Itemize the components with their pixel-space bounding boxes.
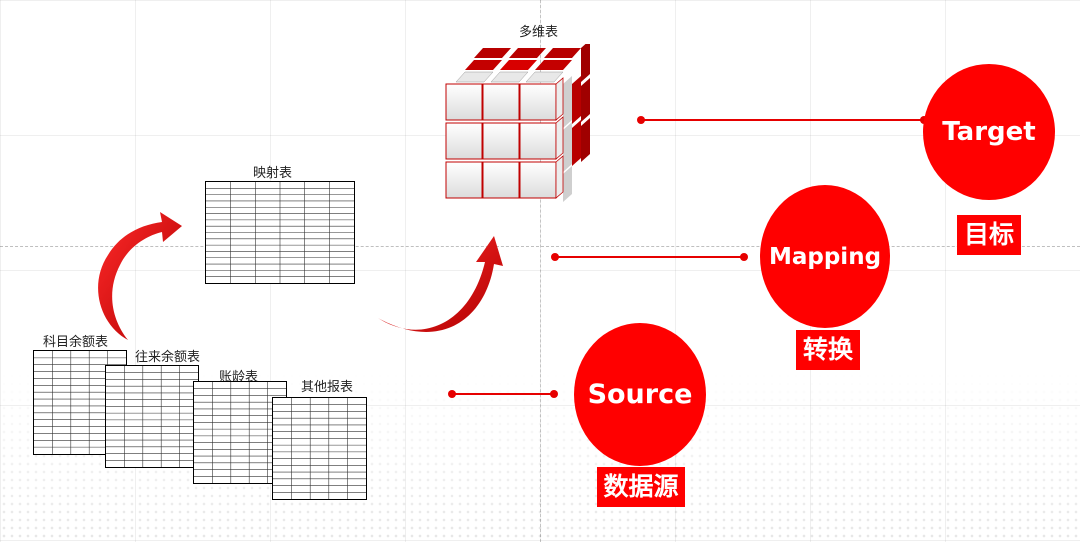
current-account-table [105,365,199,468]
aging-table [193,381,287,484]
horizontal-guide-line [0,246,1080,247]
source-tag: 数据源 [597,467,685,507]
table4-label: 其他报表 [301,380,354,395]
table2-lines [106,366,198,467]
source-connector-end-dot [550,390,558,398]
mapping-circle: Mapping [760,185,890,328]
target-circle: Target [923,64,1055,200]
other-reports-table [272,397,367,500]
arrow-to-cube-icon [378,236,503,332]
table2-label: 往来余额表 [135,350,201,365]
table3-lines [194,382,286,483]
source-circle: Source [574,323,706,466]
multidimensional-cube-icon [445,44,590,202]
mapping-connector-line [555,256,745,258]
mapping-connector-end-dot [740,253,748,261]
mapping-table-label: 映射表 [253,166,293,181]
source-connector-line [452,393,555,395]
table1-label: 科目余额表 [43,335,109,350]
vertical-guide-line [540,0,541,542]
target-connector-line [641,119,925,121]
mapping-tag: 转换 [796,330,860,370]
arrow-to-mapping-icon [98,212,182,340]
target-tag: 目标 [957,215,1021,255]
mapping-table-lines [206,182,354,283]
table4-lines [273,398,366,499]
cube-label: 多维表 [519,25,559,40]
mapping-table-grid [205,181,355,284]
